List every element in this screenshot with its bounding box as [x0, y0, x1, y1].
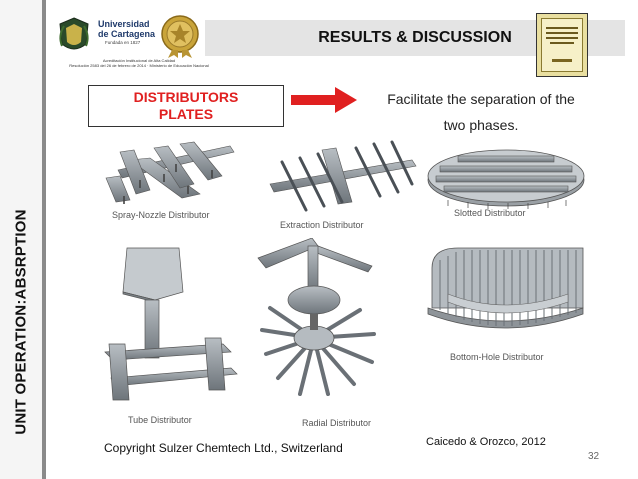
book-title-line: [546, 27, 578, 29]
copyright-notice: Copyright Sulzer Chemtech Ltd., Switzerl…: [104, 441, 343, 455]
book-title-line: [550, 42, 574, 44]
source-citation: Caicedo & Orozco, 2012: [426, 436, 546, 448]
slotted-distributor-image: [427, 149, 585, 209]
spray-nozzle-distributor-image: [105, 141, 235, 204]
figure-caption: Slotted Distributor: [454, 208, 526, 218]
book-emblem: [552, 59, 572, 62]
accreditation-medal-icon: [161, 15, 199, 58]
figure-caption: Bottom-Hole Distributor: [450, 352, 544, 362]
university-name-line2: de Cartagena: [98, 29, 156, 39]
sidebar-accent-stripe: [42, 0, 46, 479]
vertical-title: UNIT OPERATION:ABSRPTION: [0, 0, 42, 479]
figure-caption: Radial Distributor: [302, 418, 372, 428]
book-title-line: [546, 32, 578, 34]
vertical-title-text: UNIT OPERATION:ABSRPTION: [12, 209, 30, 435]
page-number: 32: [588, 451, 600, 462]
accreditation-line2: Resolución 2583 del 26 de febrero de 201…: [69, 63, 209, 68]
book-cover-inner: [541, 18, 583, 72]
plates-label: PLATES: [158, 106, 214, 122]
distributor-description: Facilitate the separation of the two pha…: [362, 86, 600, 138]
distributors-plates-box: DISTRIBUTORS PLATES: [88, 85, 284, 127]
university-accreditation: Acreditación Institucional de Alta Calid…: [64, 58, 214, 68]
slide-title: RESULTS & DISCUSSION: [318, 29, 512, 46]
distributors-label: DISTRIBUTORS: [133, 89, 239, 105]
figure-caption: Extraction Distributor: [280, 220, 364, 230]
right-arrow-icon: [291, 87, 357, 113]
figure-caption: Spray-Nozzle Distributor: [112, 210, 210, 220]
university-seal-icon: [59, 17, 89, 50]
extraction-distributor-image: [269, 140, 417, 212]
figure-caption: Tube Distributor: [128, 415, 192, 425]
tube-distributor-image: [104, 247, 238, 401]
accreditation-line1: Acreditación Institucional de Alta Calid…: [102, 58, 176, 63]
bottom-hole-distributor-image: [427, 247, 584, 329]
description-line2: two phases.: [443, 117, 519, 133]
book-title-line: [546, 37, 578, 39]
university-name: Universidad de Cartagena: [98, 19, 155, 39]
description-line1: Facilitate the separation of the: [387, 91, 575, 107]
university-founded: Fundada en 1827: [105, 40, 141, 45]
radial-distributor-image: [257, 238, 376, 396]
university-name-line1: Universidad: [98, 19, 150, 29]
